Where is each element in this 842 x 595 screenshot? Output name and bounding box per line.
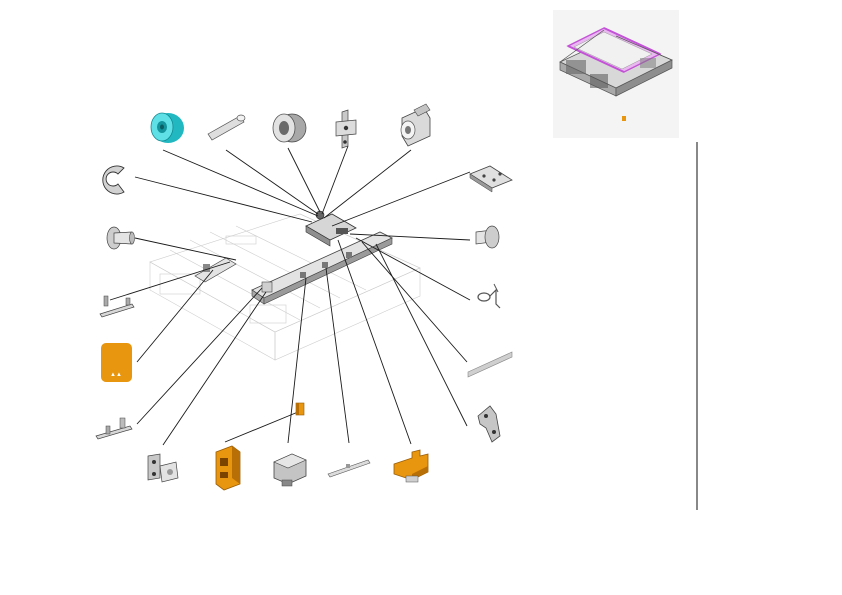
inset-orange-marker (622, 116, 626, 121)
orange-clip[interactable] (393, 449, 429, 483)
leader-lines (109, 145, 471, 446)
side-bracket[interactable] (477, 405, 501, 443)
orange-pad[interactable]: ▲▲ (101, 343, 132, 382)
rail-bracket-lower[interactable] (95, 417, 133, 440)
bushing[interactable] (272, 113, 307, 143)
holder-assembly[interactable] (273, 453, 307, 487)
bracket-plate[interactable] (335, 109, 357, 149)
flat-strip[interactable] (467, 351, 513, 378)
pivot-pin-right[interactable] (475, 225, 500, 249)
hook-spring[interactable] (477, 283, 501, 309)
clamp-bushing[interactable] (400, 103, 431, 147)
tray-plate[interactable] (469, 165, 513, 193)
guide-rod[interactable] (327, 459, 371, 478)
e-ring[interactable] (102, 165, 125, 195)
mount-bracket[interactable] (147, 453, 179, 483)
svg-text:▲▲: ▲▲ (110, 372, 122, 378)
assembled-unit-inset (553, 10, 679, 138)
pivot-pin-left[interactable] (106, 226, 135, 250)
pin-shaft[interactable] (207, 114, 246, 141)
main-rail-assembly (194, 210, 393, 305)
cyan-roller[interactable] (150, 112, 184, 143)
small-orange-piece[interactable] (295, 402, 305, 416)
orange-block[interactable] (215, 445, 241, 491)
rail-bracket-left[interactable] (99, 295, 135, 318)
